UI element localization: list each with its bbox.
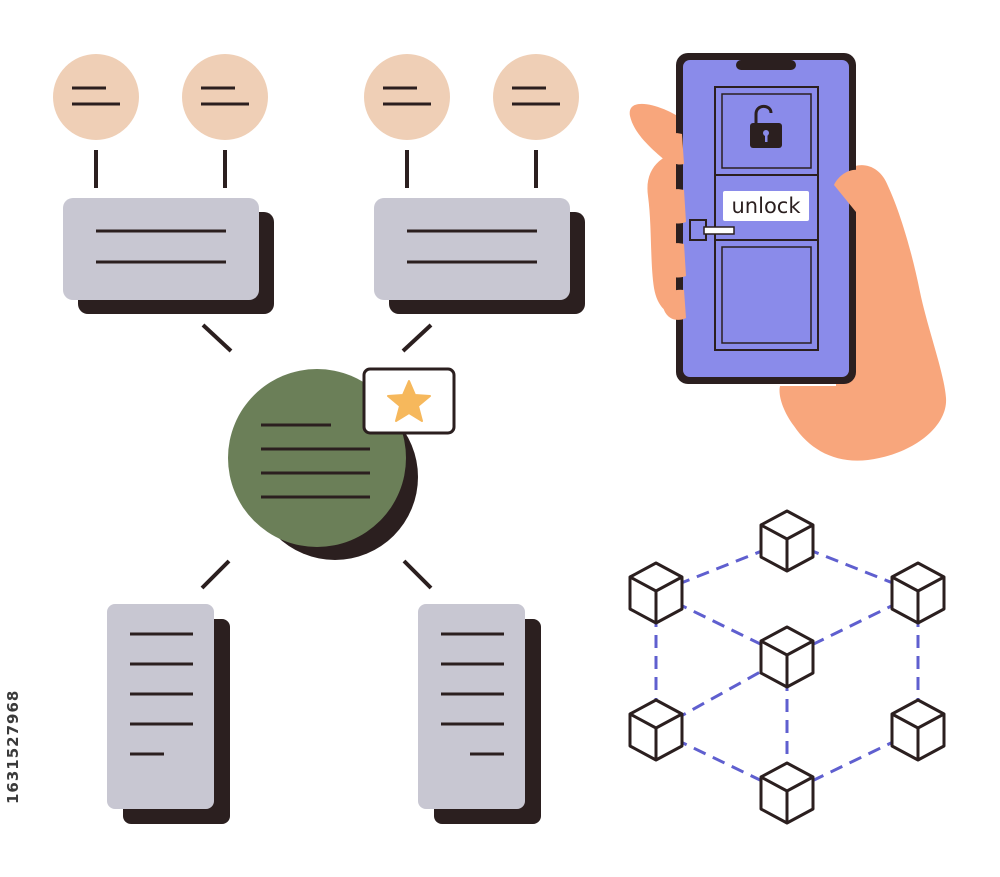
block-cube-icon bbox=[759, 625, 815, 689]
org-group-left bbox=[53, 54, 274, 353]
phone-notch bbox=[736, 60, 796, 70]
block-cube-icon bbox=[890, 561, 946, 625]
connector-line bbox=[201, 323, 233, 353]
hand-fingers bbox=[659, 133, 876, 320]
star-badge bbox=[362, 367, 456, 435]
team-card bbox=[374, 198, 585, 314]
block-cube-icon bbox=[759, 509, 815, 573]
stock-image-id: 1631527968 bbox=[4, 689, 22, 805]
avatar-icon bbox=[53, 54, 139, 140]
unlocked-padlock-icon bbox=[750, 104, 782, 148]
door-handle bbox=[689, 219, 735, 241]
connector-line bbox=[401, 323, 433, 353]
org-group-right bbox=[364, 54, 585, 353]
document-left bbox=[107, 604, 230, 824]
avatar-icon bbox=[364, 54, 450, 140]
central-hub bbox=[228, 369, 418, 560]
block-cube-icon bbox=[759, 761, 815, 825]
connector-line bbox=[402, 559, 433, 590]
unlock-button-label: unlock bbox=[731, 194, 801, 218]
block-cube-icon bbox=[890, 698, 946, 762]
unlock-button[interactable]: unlock bbox=[723, 191, 809, 221]
block-cube-icon bbox=[628, 698, 684, 762]
document-right bbox=[418, 604, 541, 824]
avatar-icon bbox=[493, 54, 579, 140]
door-illustration bbox=[714, 86, 819, 351]
block-cube-icon bbox=[628, 561, 684, 625]
star-icon bbox=[387, 380, 431, 422]
team-card bbox=[63, 198, 274, 314]
smartphone: unlock bbox=[676, 53, 856, 384]
avatar-icon bbox=[182, 54, 268, 140]
connector-line bbox=[200, 559, 231, 590]
blockchain-network bbox=[628, 509, 946, 825]
